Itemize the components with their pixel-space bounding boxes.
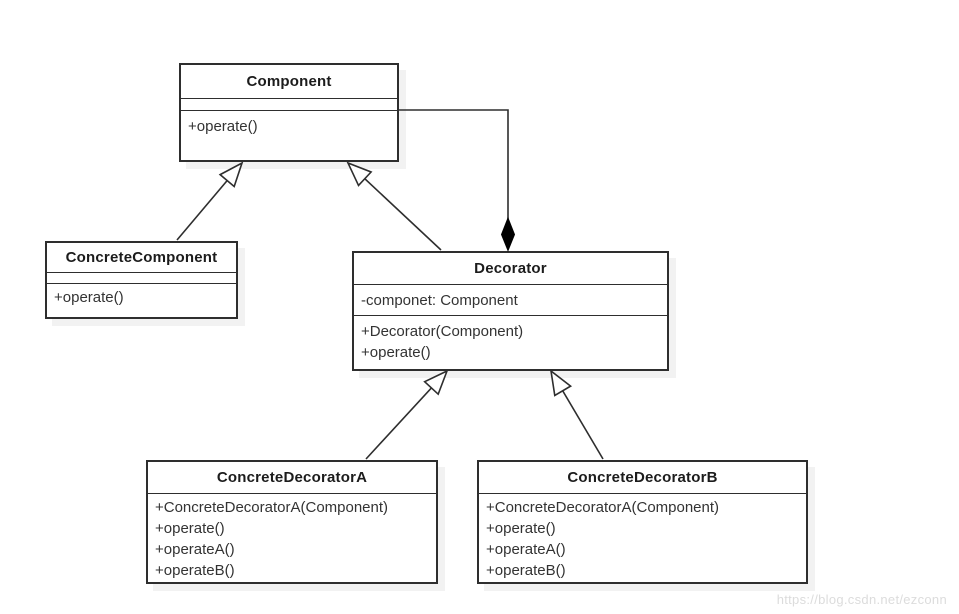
generalization-concretecomponent-component — [176, 163, 242, 241]
method-item: +operate() — [188, 118, 258, 135]
watermark: https://blog.csdn.net/ezconn — [776, 592, 947, 607]
class-title: ConcreteDecoratorB — [567, 469, 718, 486]
class-methods: +ConcreteDecoratorA(Component) +operate(… — [148, 493, 436, 582]
class-methods: +ConcreteDecoratorA(Component) +operate(… — [479, 493, 806, 582]
method-item: +operateA() — [155, 541, 235, 558]
class-title: ConcreteComponent — [65, 249, 218, 266]
method-item: +operateA() — [486, 541, 566, 558]
method-item: +operate() — [361, 344, 431, 361]
class-attributes-empty — [47, 272, 236, 283]
method-item: +ConcreteDecoratorA(Component) — [486, 499, 720, 516]
class-box-concrete-decorator-b: ConcreteDecoratorB +ConcreteDecoratorA(C… — [477, 460, 808, 584]
method-item: +ConcreteDecoratorA(Component) — [155, 499, 389, 516]
class-methods: +operate() — [181, 110, 397, 160]
method-item: +Decorator(Component) — [361, 323, 524, 340]
class-box-decorator: Decorator -componet: Component +Decorato… — [352, 251, 669, 371]
generalization-concretedecoratorb-decorator — [551, 371, 604, 460]
composition-line — [399, 109, 509, 219]
method-item: +operate() — [155, 520, 225, 537]
class-box-concrete-decorator-a: ConcreteDecoratorA +ConcreteDecoratorA(C… — [146, 460, 438, 584]
class-attributes-empty — [181, 98, 397, 110]
class-methods: +Decorator(Component) +operate() — [354, 315, 667, 369]
method-item: +operate() — [54, 289, 124, 306]
class-box-concrete-component: ConcreteComponent +operate() — [45, 241, 238, 319]
generalization-decorator-component — [348, 163, 442, 251]
generalization-concretedecoratora-decorator — [365, 371, 447, 460]
class-title: ConcreteDecoratorA — [216, 469, 368, 486]
class-box-component: Component +operate() — [179, 63, 399, 162]
composition-diamond-icon — [500, 216, 516, 252]
method-item: +operate() — [486, 520, 556, 537]
class-methods: +operate() — [47, 283, 236, 317]
method-item: +operateB() — [155, 562, 235, 579]
class-title: Decorator — [474, 260, 547, 277]
method-item: +operateB() — [486, 562, 566, 579]
attribute-item: -componet: Component — [361, 292, 518, 309]
class-title: Component — [246, 73, 332, 90]
class-attributes: -componet: Component — [354, 284, 667, 315]
